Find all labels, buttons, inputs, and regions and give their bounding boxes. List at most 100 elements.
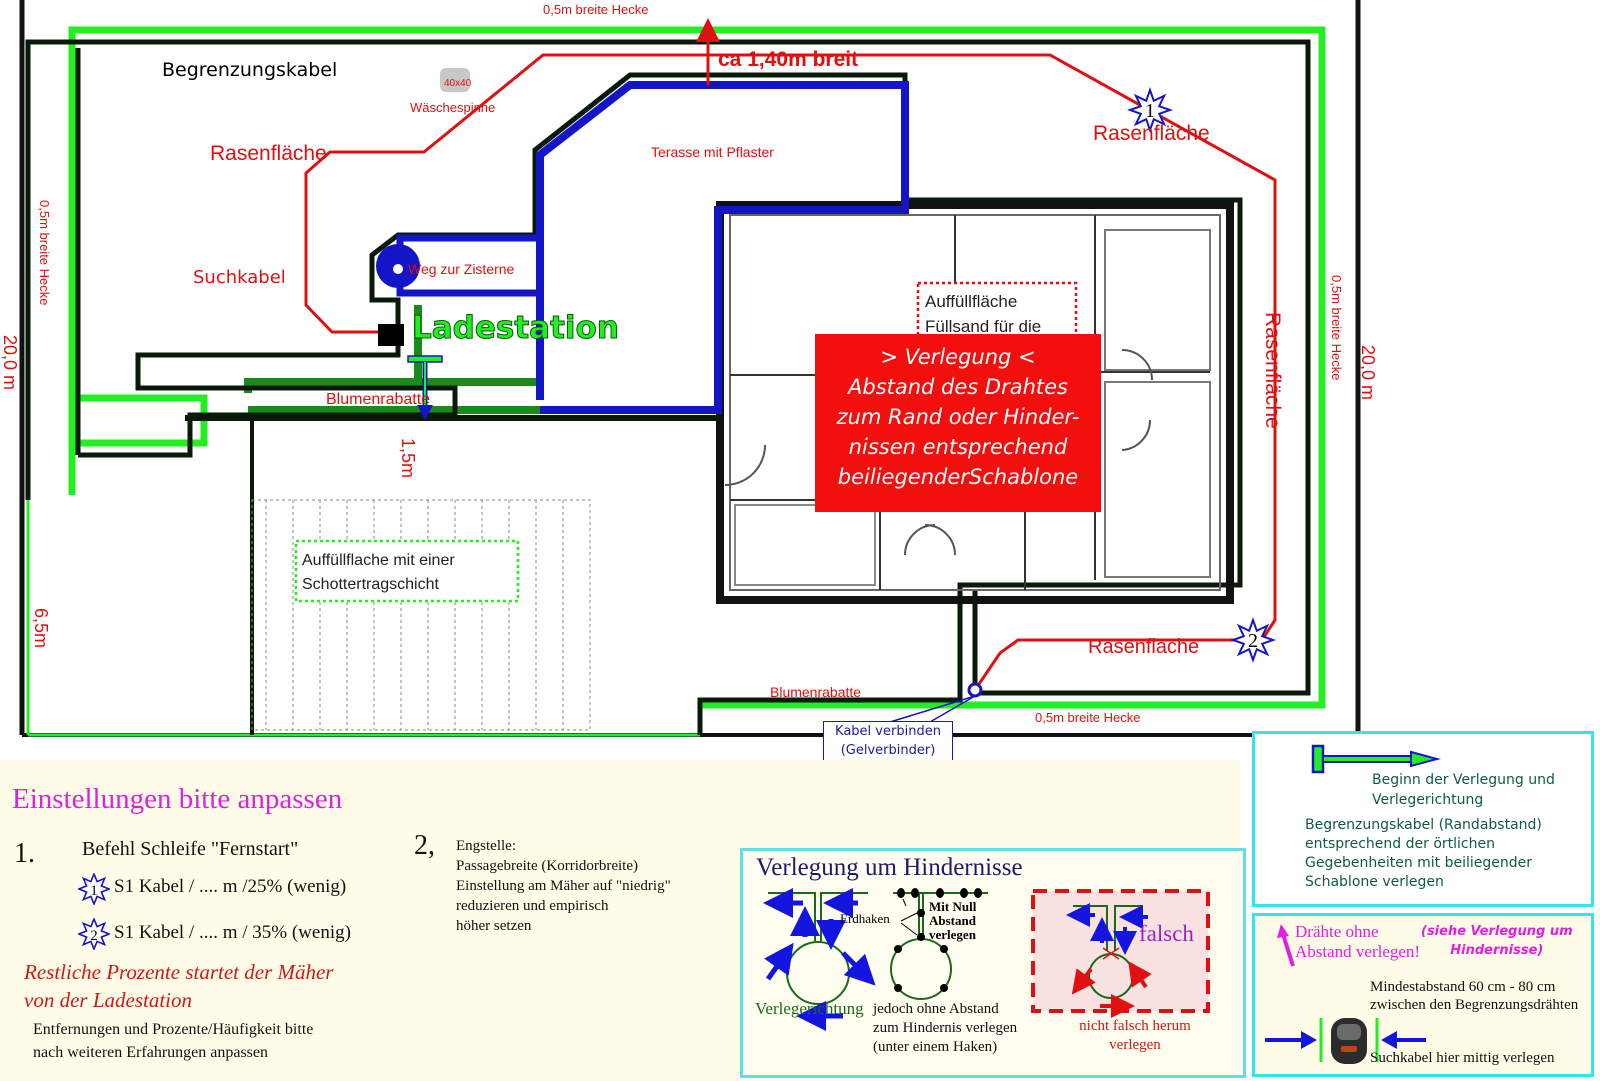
path-cistern-label: Weg zur Zisterne xyxy=(408,261,515,277)
wrong-routing-frame xyxy=(1031,889,1210,1013)
legend-line: Schablone verlegen xyxy=(1305,874,1444,890)
ground-hook-dots xyxy=(894,888,982,992)
item-2-line: höher setzen xyxy=(456,918,532,934)
item-1-row-1: S1 Kabel / .... m /25% (wenig) xyxy=(114,876,347,897)
adjust-note-1: Entfernungen und Prozente/Häufigkeit bit… xyxy=(33,1021,314,1038)
dimension-6-5m: 6,5m xyxy=(31,608,51,648)
magenta-arrow-icon xyxy=(1277,924,1295,967)
hedge-right-label: 0,5m breite Hecke xyxy=(1329,275,1344,381)
marker-star-2: 2 xyxy=(1229,616,1277,664)
direction-arrows xyxy=(763,888,876,1031)
gravel-area-label-2: Schottertragschicht xyxy=(302,576,440,593)
no-gap-label-3: (unter einem Haken) xyxy=(873,1039,997,1055)
item-1-heading: Befehl Schleife "Fernstart" xyxy=(82,838,299,860)
boundary-cable-label: Begrenzungskabel xyxy=(162,59,337,81)
lawn-label-left: Rasenfläche xyxy=(210,142,327,165)
wrong-label: falsch xyxy=(1139,921,1194,946)
width-note: ca 1,40m breit xyxy=(718,48,858,71)
search-cable xyxy=(304,18,1277,691)
cable-junction-icon xyxy=(967,682,983,698)
charging-station-label: Ladestation xyxy=(412,310,619,346)
no-gap-label-1: jedoch ohne Abstand xyxy=(872,1001,999,1017)
item-2-line: Engstelle: xyxy=(456,838,516,854)
callout-line: (Gelverbinder) xyxy=(840,743,936,758)
obstacle-title: Verlegung um Hindernisse xyxy=(756,854,1023,881)
sand-area-label-2: Füllsand für die xyxy=(925,317,1041,336)
legend-line: Gegebenheiten mit beiliegender xyxy=(1305,855,1533,871)
hedge-left-label: 0,5m breite Hecke xyxy=(37,200,52,306)
zero-gap-label-3: verlegen xyxy=(929,927,977,942)
dimension-1-5m: 1,5m xyxy=(398,438,418,478)
marker-star-2-icon: 2 xyxy=(78,918,110,950)
obstacle-routing-box: Verlegung um Hindernisse xyxy=(740,848,1246,1078)
legend-line: Beginn der Verlegung und xyxy=(1372,772,1555,788)
gravel-area xyxy=(251,499,591,731)
hook-pointer-lines xyxy=(900,898,918,936)
notice-line: nissen entsprechend xyxy=(848,435,1068,459)
zero-gap-label-1: Mit Null xyxy=(929,899,977,914)
item-1-row-2: S1 Kabel / .... m / 35% (wenig) xyxy=(114,922,351,943)
marker-star-1: 1 xyxy=(1126,86,1174,134)
min-distance-note: Mindestabstand 60 cm - 80 cm zwischen de… xyxy=(1370,978,1578,1014)
wrong-blue-arrows xyxy=(1066,903,1148,955)
callout-line: Kabel verbinden xyxy=(835,724,941,739)
legend-line: Mindestabstand 60 cm - 80 cm xyxy=(1370,979,1556,995)
adjust-note-2: nach weiteren Erfahrungen anpassen xyxy=(33,1044,268,1061)
start-direction-marker xyxy=(407,355,443,420)
installation-notice: > Verlegung < Abstand des Drahtes zum Ra… xyxy=(815,334,1101,512)
legend-line: entsprechend der örtlichen xyxy=(1305,836,1495,852)
no-gap-label-2: zum Hindernis verlegen xyxy=(873,1020,1018,1036)
center-search-cable-note: Suchkabel hier mittig verlegen xyxy=(1370,1050,1555,1066)
settings-title: Einstellungen bitte anpassen xyxy=(12,783,343,815)
legend-spacing-box: Drähte ohne Abstand verlegen! (siehe Ver… xyxy=(1252,913,1594,1077)
item-2-text: Engstelle: Passagebreite (Korridorbreite… xyxy=(456,836,671,936)
legend-line: Abstand verlegen! xyxy=(1295,942,1421,961)
robot-mower-icon xyxy=(1331,1018,1367,1064)
legend-line: Hindernisse) xyxy=(1450,943,1544,958)
legend-line: zwischen den Begrenzungsdrähten xyxy=(1370,997,1579,1013)
item-2-line: Passagebreite (Korridorbreite) xyxy=(456,858,639,874)
remaining-percent-1: Restliche Prozente startet der Mäher xyxy=(24,960,334,984)
search-cable-label: Suchkabel xyxy=(193,267,286,288)
lawn-label-bottom-right: Rasenfläche xyxy=(1088,636,1199,658)
legend-start-text: Beginn der Verlegung und Verlegerichtung xyxy=(1372,770,1555,810)
svg-text:1: 1 xyxy=(1145,100,1155,122)
item-2-line: reduzieren und empirisch xyxy=(456,898,609,914)
dimension-left-20m: 20,0 m xyxy=(0,335,20,390)
svg-text:2: 2 xyxy=(1248,630,1258,652)
start-direction-legend-icon xyxy=(1311,744,1441,774)
marker-star-1-icon: 1 xyxy=(78,873,110,905)
clothesline-icon xyxy=(440,68,470,92)
charging-station-icon xyxy=(378,324,404,346)
mower-spacing-diagram xyxy=(1265,1018,1426,1064)
ground-hook-label: Erdhaken xyxy=(840,911,890,926)
flower-bed-label-left: Blumenrabatte xyxy=(326,391,430,408)
correct-routing-diagram xyxy=(768,892,868,1005)
legend-line: Begrenzungskabel (Randabstand) xyxy=(1305,817,1542,833)
notice-line: zum Rand oder Hinder- xyxy=(836,405,1080,429)
sand-area-label-1: Auffüllfläche xyxy=(925,292,1017,311)
connect-cable-callout: Kabel verbinden (Gelverbinder) xyxy=(823,721,953,765)
terrace-label: Terasse mit Pflaster xyxy=(651,144,774,160)
dimension-right-20m: 20,0 m xyxy=(1358,345,1378,400)
sand-fill-area xyxy=(916,281,1078,345)
item-1-number: 1. xyxy=(14,838,35,869)
legend-line: (siehe Verlegung um xyxy=(1421,924,1573,939)
hedge-bottom-label: 0,5m breite Hecke xyxy=(1035,710,1141,725)
legend-boundary-text: Begrenzungskabel (Randabstand) entsprech… xyxy=(1305,816,1542,892)
gravel-label-box xyxy=(294,539,520,603)
wrong-red-arrows xyxy=(1071,961,1152,1018)
item-2-line: Einstellung am Mäher auf "niedrig" xyxy=(456,878,671,894)
notice-line: beiliegenderSchablone xyxy=(837,465,1079,489)
clothesline-label: Wäschespinne xyxy=(410,100,495,115)
flower-bed-label-bottom: Blumenrabatte xyxy=(770,684,861,700)
legend-line: Drähte ohne xyxy=(1295,922,1379,941)
terrace-outline xyxy=(376,81,909,414)
lawn-label-top-right: Rasenfläche xyxy=(1093,122,1210,145)
notice-line: Abstand des Drahtes xyxy=(848,375,1068,399)
wires-note: Drähte ohne Abstand verlegen! xyxy=(1295,922,1420,962)
wrong-note-2: verlegen xyxy=(1109,1037,1161,1053)
obstacle-diagrams: Erdhaken Mit Null Abstand verlegen falsc… xyxy=(755,888,1210,1055)
item-2-number: 2, xyxy=(414,830,435,861)
remaining-percent-2: von der Ladestation xyxy=(24,988,192,1012)
